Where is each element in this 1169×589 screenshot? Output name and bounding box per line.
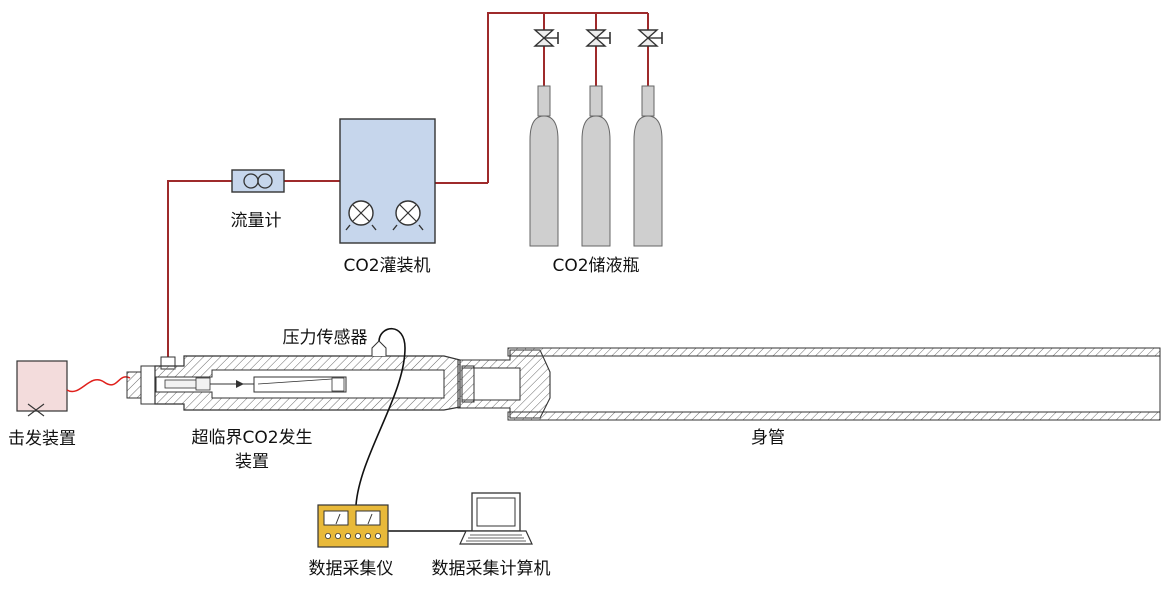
sensor-cable bbox=[355, 327, 406, 506]
daq-label: 数据采集仪 bbox=[309, 559, 394, 579]
bottles-label: CO2储液瓶 bbox=[552, 256, 639, 276]
gas-cylinder-icon bbox=[581, 85, 611, 247]
gas-piping bbox=[167, 12, 649, 357]
needle-valve-icon[interactable] bbox=[638, 29, 663, 47]
co2-filling-machine[interactable] bbox=[339, 118, 436, 244]
filling-machine-label: CO2灌装机 bbox=[343, 256, 430, 276]
flowmeter-label: 流量计 bbox=[231, 211, 282, 231]
co2-storage-bottles bbox=[529, 85, 663, 247]
barrel[interactable] bbox=[457, 347, 1161, 421]
pressure-sensor-label: 压力传感器 bbox=[283, 328, 368, 348]
needle-valve-icon[interactable] bbox=[534, 29, 559, 47]
barrel-label: 身管 bbox=[751, 428, 785, 448]
flowmeter[interactable] bbox=[231, 169, 285, 193]
needle-valve-icon[interactable] bbox=[586, 29, 611, 47]
pump-icon bbox=[392, 200, 424, 231]
computer-label: 数据采集计算机 bbox=[432, 559, 551, 579]
gas-cylinder-icon bbox=[633, 85, 663, 247]
trigger-cable bbox=[66, 376, 131, 393]
trigger-device[interactable] bbox=[16, 360, 68, 417]
data-acquisition-unit[interactable] bbox=[317, 504, 389, 548]
manifold-pipe bbox=[487, 12, 648, 183]
generator-label-line2: 装置 bbox=[235, 452, 269, 472]
gas-cylinder-icon bbox=[529, 85, 559, 247]
generator-to-flowmeter-pipe bbox=[167, 180, 232, 357]
supercritical-co2-generator[interactable] bbox=[126, 340, 461, 411]
laptop-icon[interactable] bbox=[459, 492, 533, 545]
generator-label-line1: 超临界CO2发生 bbox=[191, 428, 312, 448]
pump-icon bbox=[345, 200, 377, 231]
trigger-label: 击发装置 bbox=[8, 429, 76, 449]
